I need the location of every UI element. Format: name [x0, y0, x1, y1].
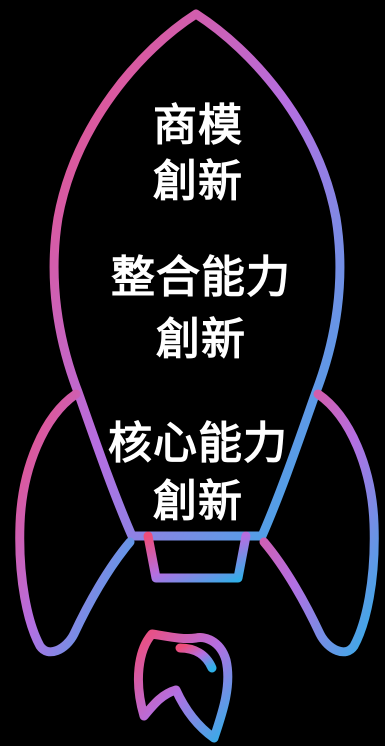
- section-1-line-2: 創新: [153, 156, 243, 207]
- flame-inner: [175, 643, 217, 673]
- right-fin: [259, 389, 379, 657]
- section-1-line-1: 商模: [153, 100, 243, 151]
- section-2-line-2: 創新: [156, 314, 246, 365]
- rocket-body-outline: [49, 9, 345, 541]
- section-2-line-1: 整合能力: [111, 252, 291, 303]
- left-fin: [15, 389, 135, 657]
- nozzle: [143, 531, 251, 583]
- flame: [133, 629, 233, 743]
- section-3-line-1: 核心能力: [108, 418, 288, 469]
- section-3-line-2: 創新: [153, 476, 243, 527]
